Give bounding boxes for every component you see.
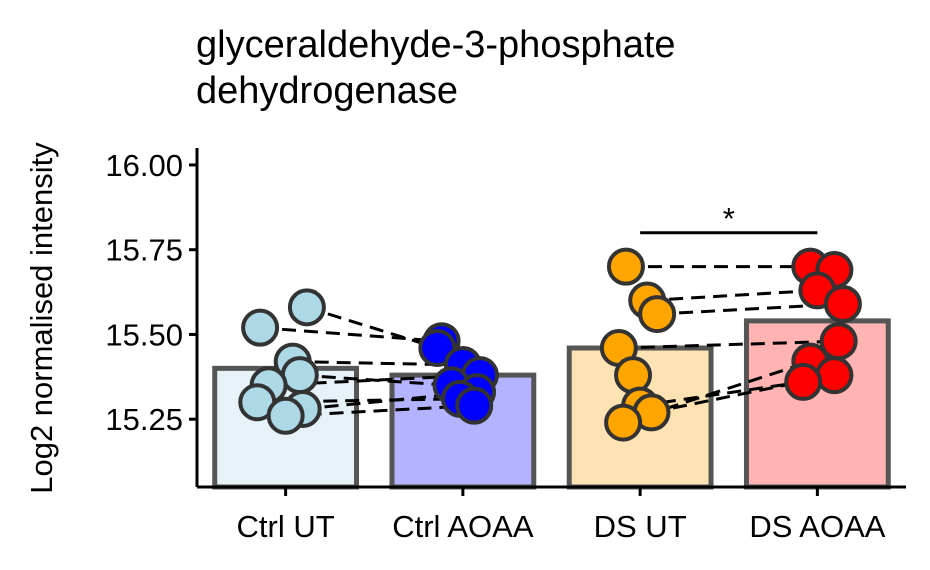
y-tick-label-4: 16.00 [105, 148, 183, 183]
x-tick-label-1: Ctrl UT [237, 509, 335, 544]
data-point-4-7 [815, 356, 854, 395]
chart-title-line-1: glyceraldehyde-3-phosphate [196, 24, 676, 66]
data-point-3-5 [614, 356, 653, 395]
data-point-3-8 [604, 403, 643, 442]
data-point-1-1 [287, 288, 326, 327]
pair-line-ds-4 [618, 339, 839, 350]
pair-line-ds-5 [639, 380, 804, 408]
y-tick-label-1: 15.25 [105, 402, 183, 437]
data-point-4-8 [784, 362, 823, 401]
pair-line-ctrl-4 [299, 373, 452, 387]
pair-line-ds-2 [647, 288, 818, 303]
data-point-1-8 [266, 396, 305, 435]
data-point-1-4 [280, 356, 319, 395]
significance-label: * [723, 201, 735, 236]
x-tick-label-2: Ctrl AOAA [392, 509, 534, 544]
y-tick-label-2: 15.50 [105, 317, 183, 352]
y-tick-label-3: 15.75 [105, 233, 183, 268]
data-point-3-1 [606, 247, 645, 286]
x-tick-label-3: DS UT [594, 509, 687, 544]
pair-line-ctrl-2 [259, 326, 442, 343]
pair-line-ctrl-1 [306, 305, 438, 350]
x-tick-label-4: DS AOAA [749, 509, 885, 544]
pair-line-ctrl-7 [302, 390, 478, 411]
chart-title-line-2: dehydrogenase [196, 70, 458, 112]
data-point-1-2 [241, 308, 280, 347]
data-point-3-3 [638, 295, 677, 334]
data-point-4-4 [823, 284, 862, 323]
chart-title: glyceraldehyde-3-phosphate dehydrogenase [196, 22, 676, 114]
data-point-2-8 [455, 386, 494, 425]
